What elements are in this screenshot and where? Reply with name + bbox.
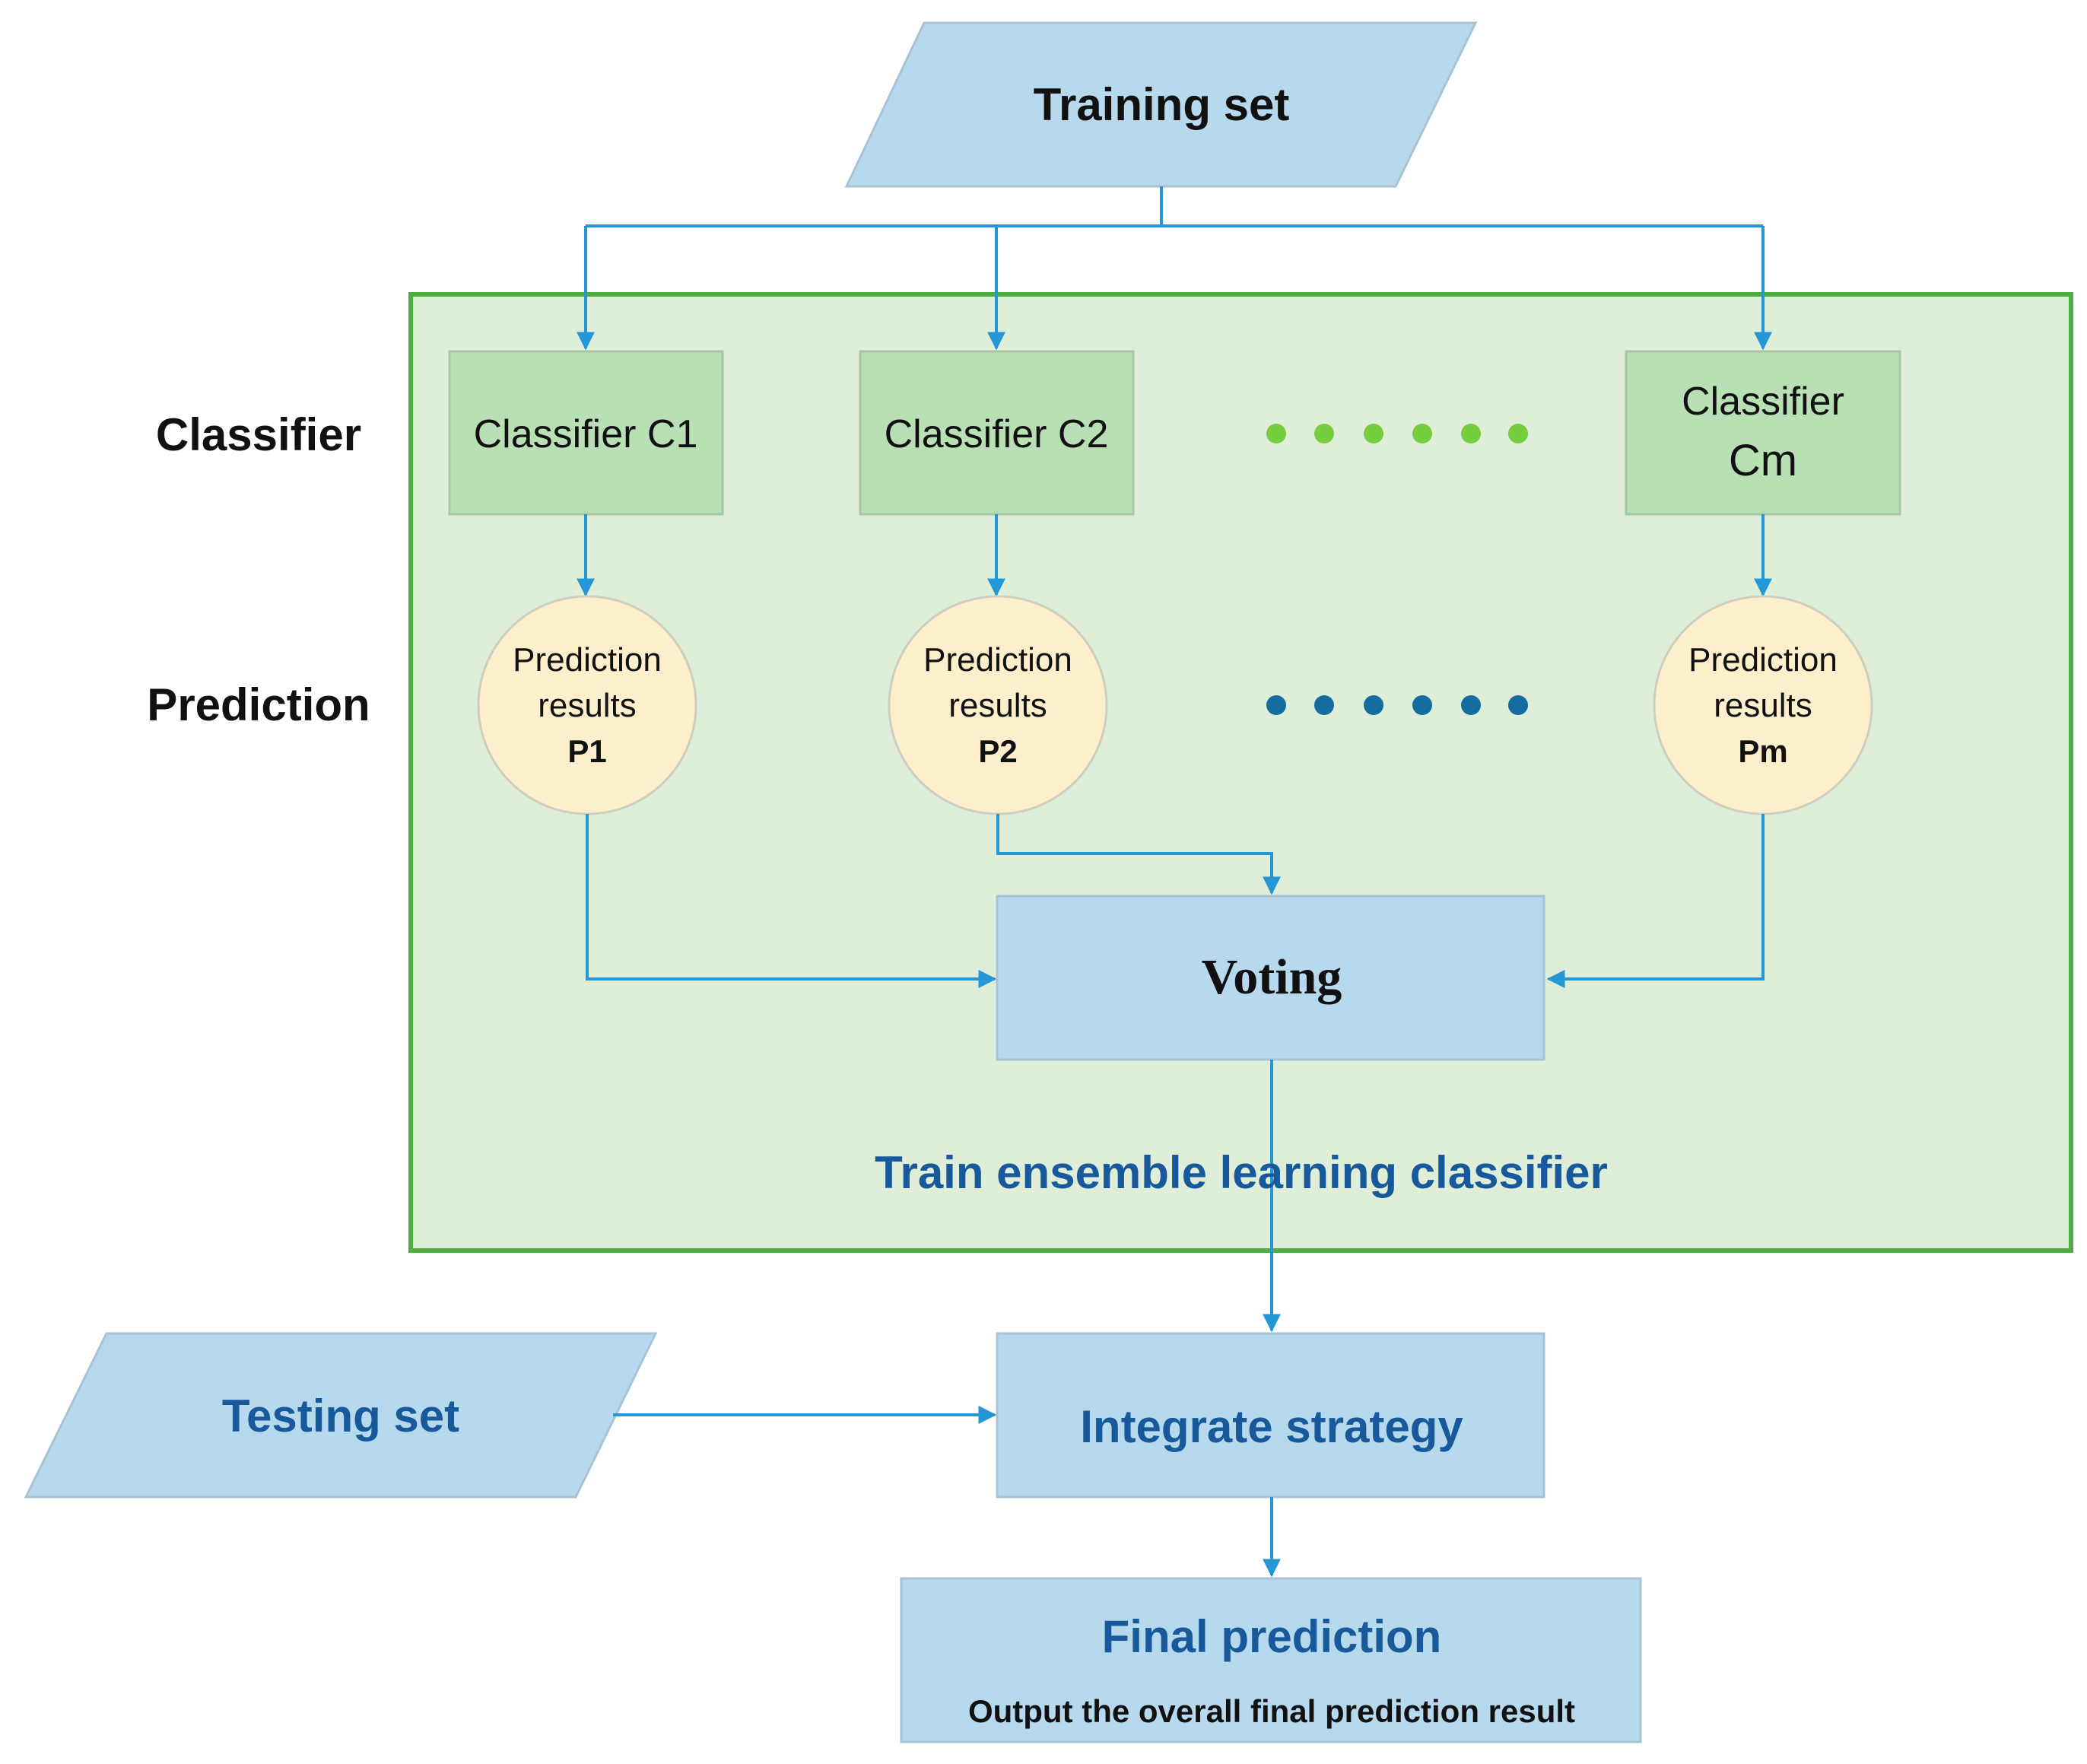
voting-node: Voting <box>996 895 1545 1061</box>
arrow-pm-to-voting <box>1546 814 1765 988</box>
prediction-pm-line1: Prediction <box>1688 641 1838 679</box>
classifier-to-prediction-arrows <box>577 514 1772 597</box>
prediction-to-voting-arrows <box>586 814 1765 988</box>
prediction-p1-line2: results <box>538 687 637 724</box>
classifier-cm-label-line1: Classifier <box>1682 380 1844 424</box>
prediction-ellipsis-dots <box>1266 695 1528 715</box>
prediction-p1-node: Prediction results P1 <box>477 595 697 815</box>
final-prediction-subtitle: Output the overall final prediction resu… <box>968 1693 1575 1729</box>
prediction-p1-id: P1 <box>567 733 606 769</box>
classifier-cm-label-line2: Cm <box>1729 436 1797 485</box>
classifier-cm-node: Classifier Cm <box>1625 350 1901 516</box>
training-fanout-arrows <box>577 186 1772 351</box>
prediction-p2-id: P2 <box>978 733 1017 769</box>
classifier-c2-label: Classifier C2 <box>885 412 1109 456</box>
classifier-c1-node: Classifier C1 <box>448 350 724 516</box>
prediction-p2-line1: Prediction <box>923 641 1072 679</box>
prediction-p2-node: Prediction results P2 <box>888 595 1108 815</box>
final-prediction-title: Final prediction <box>1102 1611 1442 1662</box>
testing-set-label: Testing set <box>222 1391 459 1441</box>
classifier-c1-label: Classifier C1 <box>474 412 698 456</box>
ensemble-caption: Train ensemble learning classifier <box>875 1147 1608 1198</box>
prediction-pm-line2: results <box>1714 687 1812 724</box>
prediction-pm-id: Pm <box>1738 733 1787 769</box>
prediction-p2-line2: results <box>948 687 1047 724</box>
testing-set-node: Testing set <box>24 1332 658 1499</box>
integrate-strategy-node: Integrate strategy <box>996 1332 1545 1499</box>
prediction-p1-line1: Prediction <box>513 641 662 679</box>
voting-label: Voting <box>1202 949 1342 1005</box>
row-label-classifier: Classifier <box>156 409 361 460</box>
arrow-p1-to-voting <box>586 814 997 988</box>
final-prediction-node: Final prediction Output the overall fina… <box>900 1577 1642 1743</box>
prediction-pm-node: Prediction results Pm <box>1653 595 1873 815</box>
integrate-strategy-label: Integrate strategy <box>1080 1401 1463 1452</box>
training-set-node: Training set <box>844 21 1478 188</box>
training-set-label: Training set <box>1034 79 1290 130</box>
classifier-c2-node: Classifier C2 <box>859 350 1135 516</box>
row-label-prediction: Prediction <box>147 679 370 730</box>
classifier-ellipsis-dots <box>1266 424 1528 443</box>
arrow-p2-to-voting <box>996 814 1281 895</box>
